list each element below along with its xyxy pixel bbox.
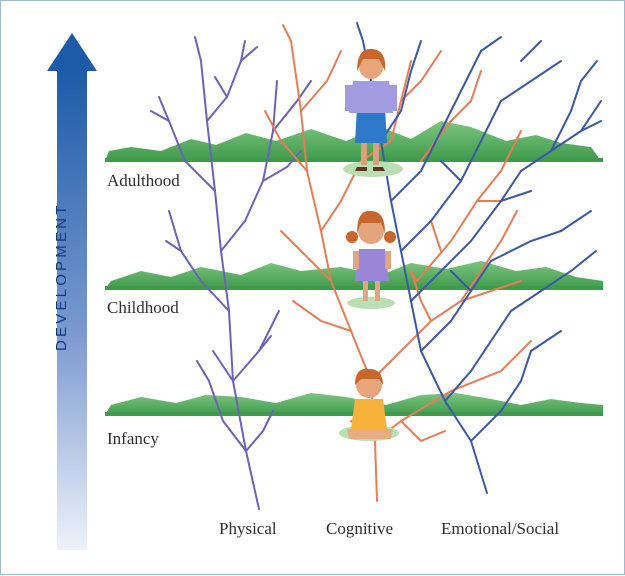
domain-label-emotional-social: Emotional/Social xyxy=(441,519,559,539)
branches-cognitive xyxy=(265,25,531,501)
domain-label-physical: Physical xyxy=(219,519,277,539)
stage-label-childhood: Childhood xyxy=(107,298,179,318)
child-figure-illustration xyxy=(346,211,396,309)
domain-label-cognitive: Cognitive xyxy=(326,519,393,539)
ground-adulthood xyxy=(105,121,603,162)
development-axis-label: DEVELOPMENT xyxy=(53,202,70,351)
stage-label-adulthood: Adulthood xyxy=(107,171,180,191)
stage-label-infancy: Infancy xyxy=(107,429,159,449)
